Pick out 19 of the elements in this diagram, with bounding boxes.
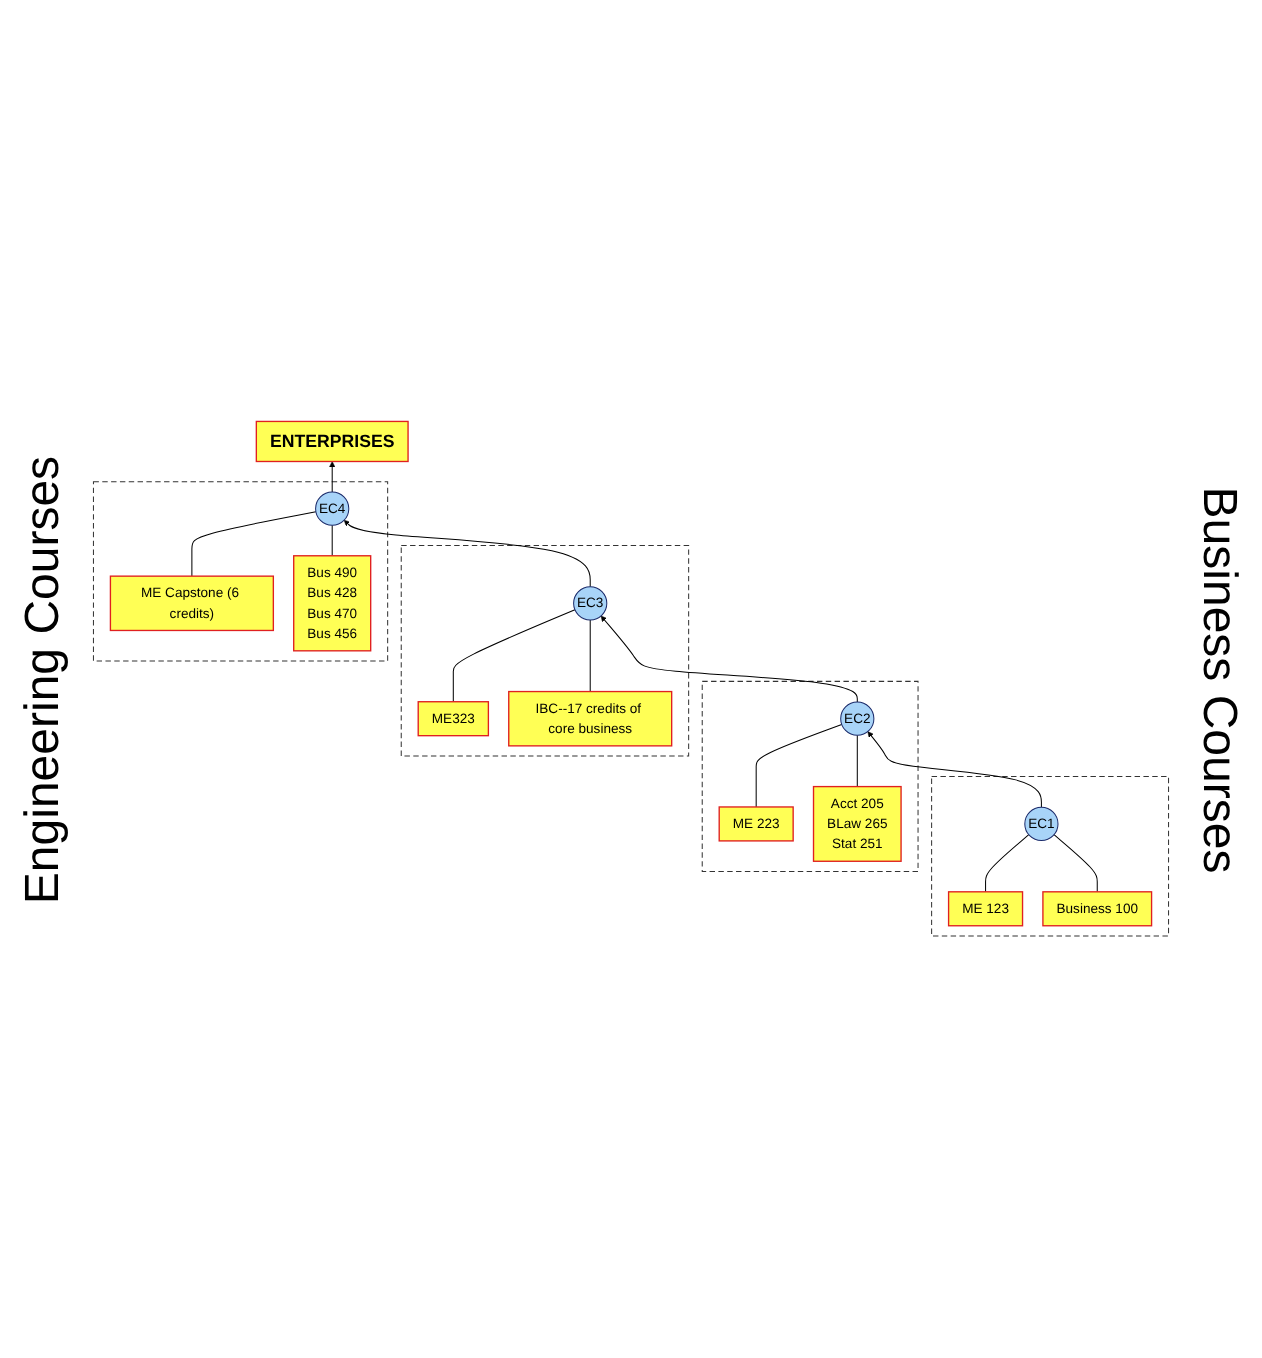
connector xyxy=(1053,834,1098,893)
cluster xyxy=(931,776,1170,937)
cluster xyxy=(400,545,690,757)
side-label: Engineering Courses xyxy=(16,454,72,904)
connector xyxy=(856,735,858,788)
connector xyxy=(755,724,843,808)
cluster xyxy=(701,681,919,873)
node-box: ENTERPRISES xyxy=(255,421,409,463)
connector xyxy=(191,511,317,577)
arrow xyxy=(329,461,336,493)
arrow xyxy=(600,615,858,703)
connector xyxy=(589,619,591,693)
arrow xyxy=(343,520,591,588)
connector xyxy=(452,609,576,703)
arrow xyxy=(867,731,1042,809)
connector xyxy=(985,834,1030,893)
cluster xyxy=(92,481,389,662)
side-label: Business Courses xyxy=(1190,485,1246,873)
connector xyxy=(331,525,333,557)
